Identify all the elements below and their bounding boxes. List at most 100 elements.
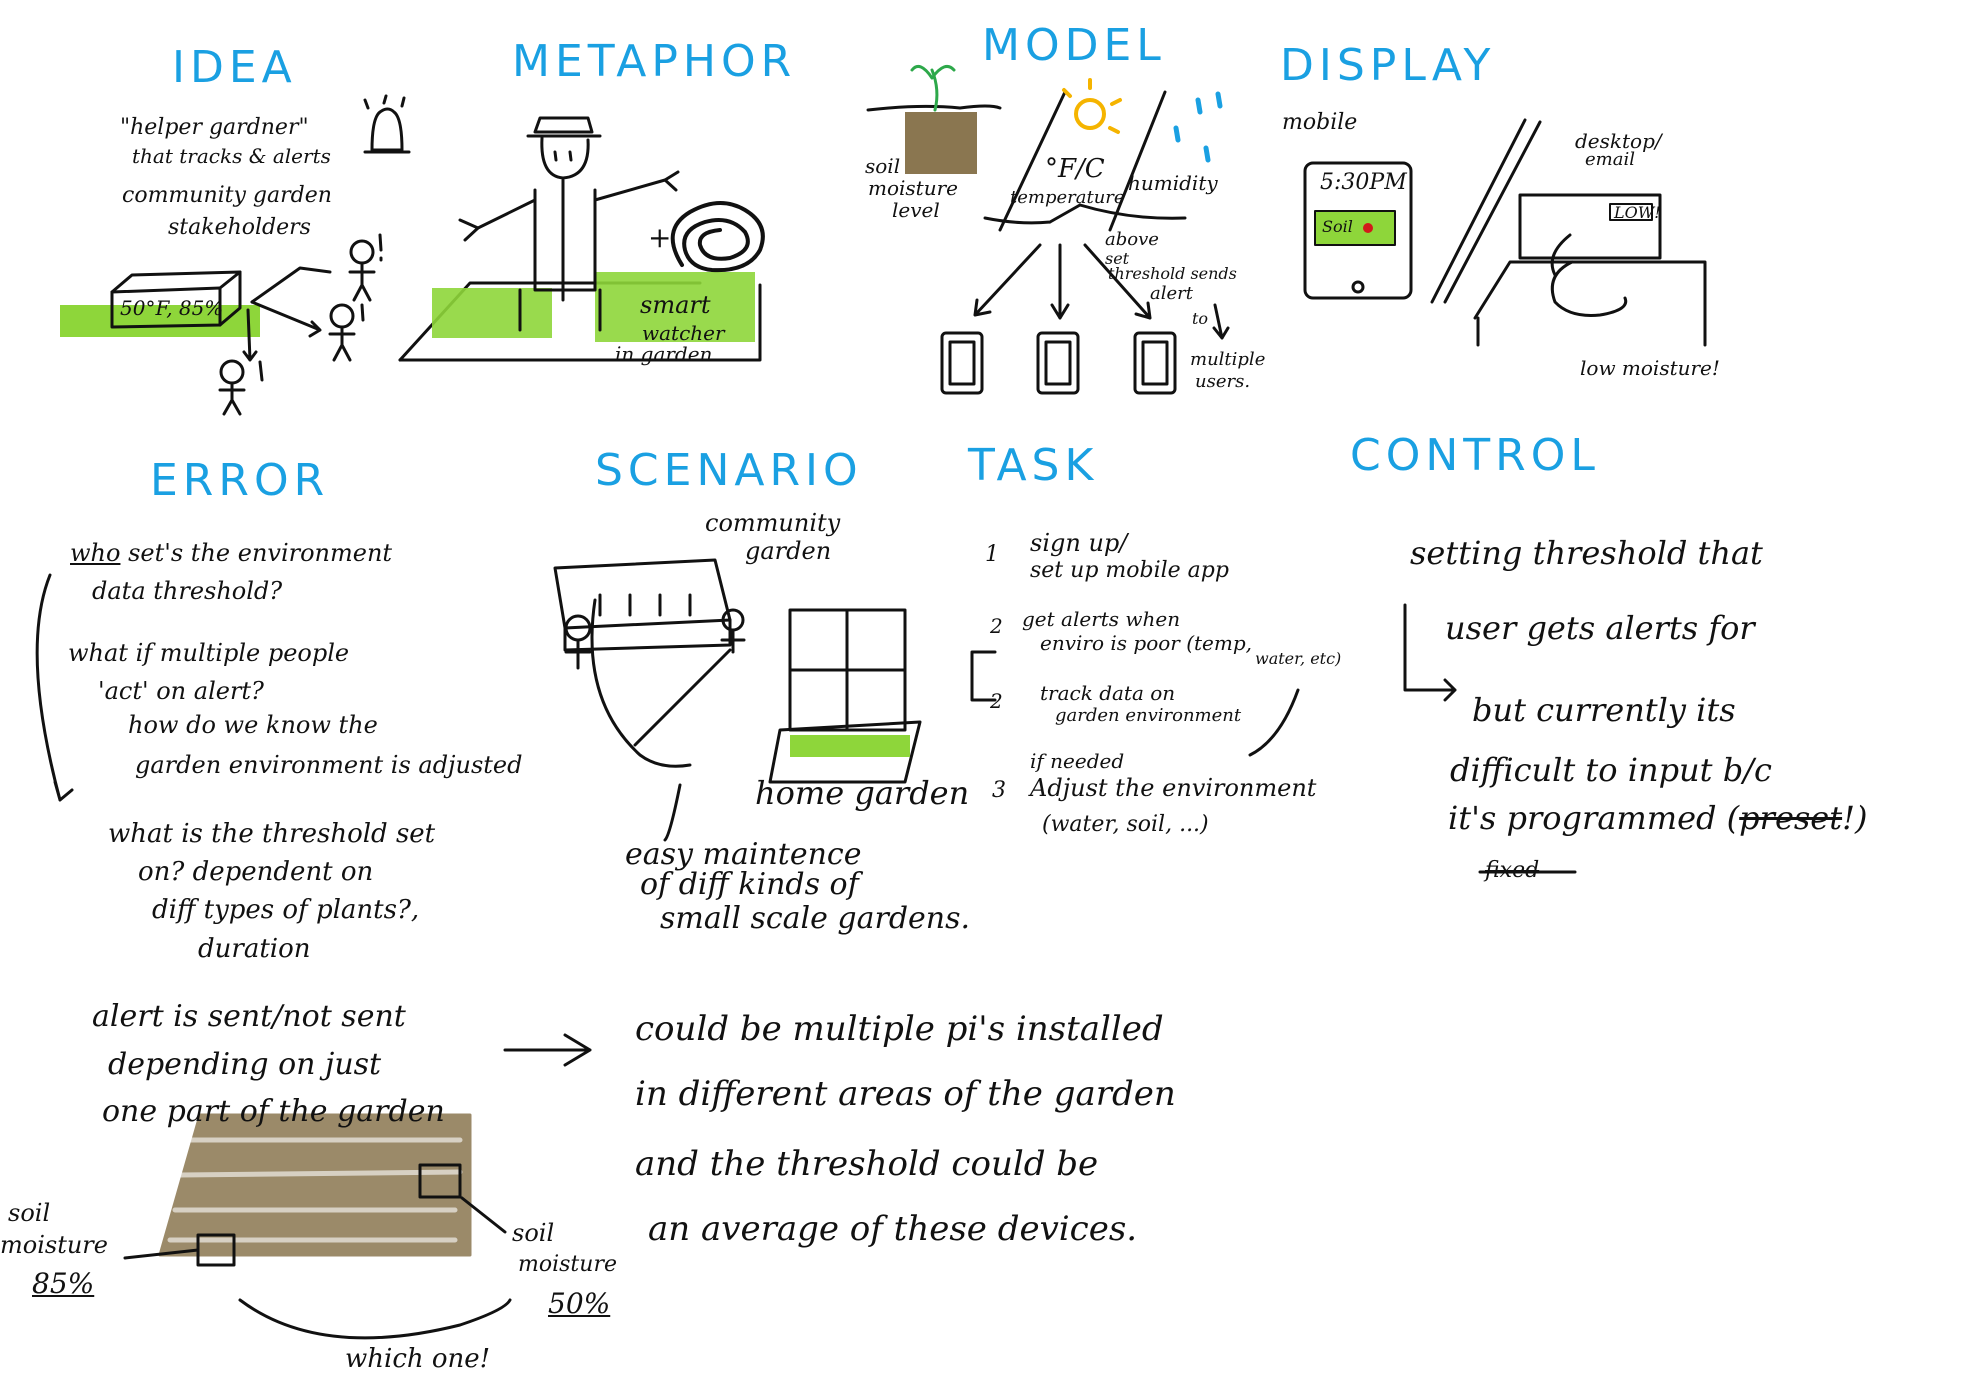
model-multi-1: multiple bbox=[1190, 349, 1266, 370]
task-3-a: Adjust the environment bbox=[1030, 774, 1317, 802]
which-one-label: which one! bbox=[345, 1344, 491, 1374]
error-bullet-3: one part of the garden bbox=[102, 1094, 445, 1129]
scenario-easy-1: easy maintence bbox=[625, 837, 862, 872]
task-bracket bbox=[970, 650, 997, 702]
error-bullet-2: depending on just bbox=[108, 1047, 382, 1082]
task-if-needed: if needed bbox=[1030, 749, 1125, 773]
display-time: 5:30PM bbox=[1320, 170, 1407, 195]
error-line-4: 'act' on alert? bbox=[98, 677, 264, 705]
sun-icon bbox=[1062, 78, 1122, 134]
display-soil-label: Soil bbox=[1322, 217, 1353, 236]
person-icon-1 bbox=[348, 233, 383, 302]
task-3-b: (water, soil, ...) bbox=[1042, 812, 1209, 837]
soil-plot bbox=[158, 1113, 472, 1257]
task-2a-2: enviro is poor (temp, bbox=[1040, 631, 1252, 655]
idea-line-4: stakeholders bbox=[168, 215, 311, 240]
error-big-arrow bbox=[503, 1033, 592, 1067]
which-brace bbox=[238, 1298, 512, 1340]
error-bullet-1: alert is sent/not sent bbox=[92, 999, 406, 1034]
task-2a-1: get alerts when bbox=[1022, 607, 1181, 631]
leader-left bbox=[123, 1248, 200, 1260]
model-dividers bbox=[998, 90, 1167, 232]
control-line-5: it's programmed (preset!) bbox=[1448, 800, 1867, 837]
metaphor-line-2: watcher bbox=[642, 321, 725, 345]
heading-idea: IDEA bbox=[172, 42, 297, 93]
scarecrow-icon bbox=[458, 116, 680, 332]
model-arrow-3 bbox=[1083, 243, 1152, 320]
control-line-2: user gets alerts for bbox=[1445, 609, 1755, 647]
control-fixed: fixed bbox=[1485, 858, 1540, 883]
alert-dot bbox=[1363, 223, 1373, 233]
scenario-community-1: community bbox=[705, 509, 841, 537]
task-curve bbox=[1248, 688, 1300, 757]
model-above-4: alert bbox=[1150, 283, 1193, 304]
control-line-5-a: it's programmed ( bbox=[1448, 799, 1740, 837]
model-brace bbox=[983, 203, 1187, 225]
soil-right-2: moisture bbox=[518, 1252, 617, 1277]
error-line-9: diff types of plants?, bbox=[152, 895, 420, 925]
error-line-3: what if multiple people bbox=[68, 639, 350, 667]
model-humidity: humidity bbox=[1128, 171, 1218, 195]
error-line-5: how do we know the bbox=[128, 711, 378, 739]
error-line-7: what is the threshold set bbox=[108, 819, 436, 849]
model-arrow-2 bbox=[1050, 243, 1070, 320]
soil-left-value: 85% bbox=[32, 1267, 95, 1300]
display-low-badge: LOW! bbox=[1614, 203, 1661, 222]
garden-bed-front bbox=[398, 283, 762, 362]
control-line-3: but currently its bbox=[1472, 691, 1736, 729]
phone-icon-1 bbox=[940, 331, 984, 395]
heading-metaphor: METAPHOR bbox=[512, 36, 797, 87]
control-arrow bbox=[1403, 603, 1457, 702]
heading-error: ERROR bbox=[150, 455, 330, 506]
soil-right-value: 50% bbox=[548, 1287, 611, 1320]
display-mobile-label: mobile bbox=[1282, 110, 1358, 135]
control-preset: preset bbox=[1739, 799, 1843, 837]
idea-line-2: that tracks & alerts bbox=[132, 144, 331, 168]
metaphor-line-1: smart bbox=[640, 291, 711, 319]
desktop-monitor-icon bbox=[1473, 193, 1707, 347]
model-above-3: threshold sends bbox=[1108, 264, 1237, 283]
error-who: who bbox=[70, 539, 121, 567]
error-line-1-rest: set's the environment bbox=[128, 539, 393, 567]
task-num-2a: 2 bbox=[990, 614, 1003, 638]
devices-line-3: and the threshold could be bbox=[635, 1144, 1099, 1184]
display-desktop-1: desktop/ bbox=[1575, 129, 1662, 153]
devices-line-2: in different areas of the garden bbox=[635, 1074, 1176, 1114]
home-garden-icon bbox=[768, 608, 922, 784]
soil-left-2: moisture bbox=[0, 1231, 108, 1259]
heading-scenario: SCENARIO bbox=[595, 445, 863, 496]
mobile-device-icon bbox=[1303, 161, 1413, 300]
display-low-moisture: low moisture! bbox=[1580, 356, 1720, 380]
scenario-leader bbox=[663, 783, 682, 842]
low-badge-frame bbox=[1609, 203, 1653, 221]
task-1-a: sign up/ bbox=[1030, 529, 1128, 557]
metaphor-grass-1 bbox=[432, 288, 552, 338]
scenario-easy-3: small scale gardens. bbox=[660, 901, 971, 936]
model-soil-3: level bbox=[892, 198, 940, 222]
scenario-brace bbox=[590, 598, 692, 768]
soil-block bbox=[905, 112, 977, 174]
model-temperature: temperature bbox=[1010, 187, 1125, 208]
control-line-1: setting threshold that bbox=[1410, 534, 1763, 572]
model-fc: °F/C bbox=[1045, 154, 1105, 184]
arrow-right bbox=[250, 300, 322, 338]
error-arrow bbox=[35, 573, 74, 802]
community-garden-icon bbox=[553, 558, 732, 652]
idea-line-3: community garden bbox=[122, 183, 332, 208]
task-num-3: 3 bbox=[992, 778, 1006, 803]
error-line-10: duration bbox=[198, 934, 311, 964]
task-1-b: set up mobile app bbox=[1030, 558, 1229, 583]
model-to: to bbox=[1192, 309, 1209, 328]
devices-line-4: an average of these devices. bbox=[648, 1209, 1138, 1249]
person-icon-2 bbox=[328, 303, 365, 362]
error-line-8: on? dependent on bbox=[138, 857, 374, 887]
task-num-2b: 2 bbox=[990, 689, 1003, 713]
soil-line bbox=[866, 104, 1002, 112]
phone-icon-2 bbox=[1036, 331, 1080, 395]
metaphor-line-3: in garden bbox=[615, 342, 713, 366]
arrow-down bbox=[242, 308, 258, 362]
metaphor-grass-2 bbox=[595, 272, 755, 342]
model-multi-2: users. bbox=[1195, 371, 1251, 392]
soil-right-1: soil bbox=[512, 1219, 555, 1247]
